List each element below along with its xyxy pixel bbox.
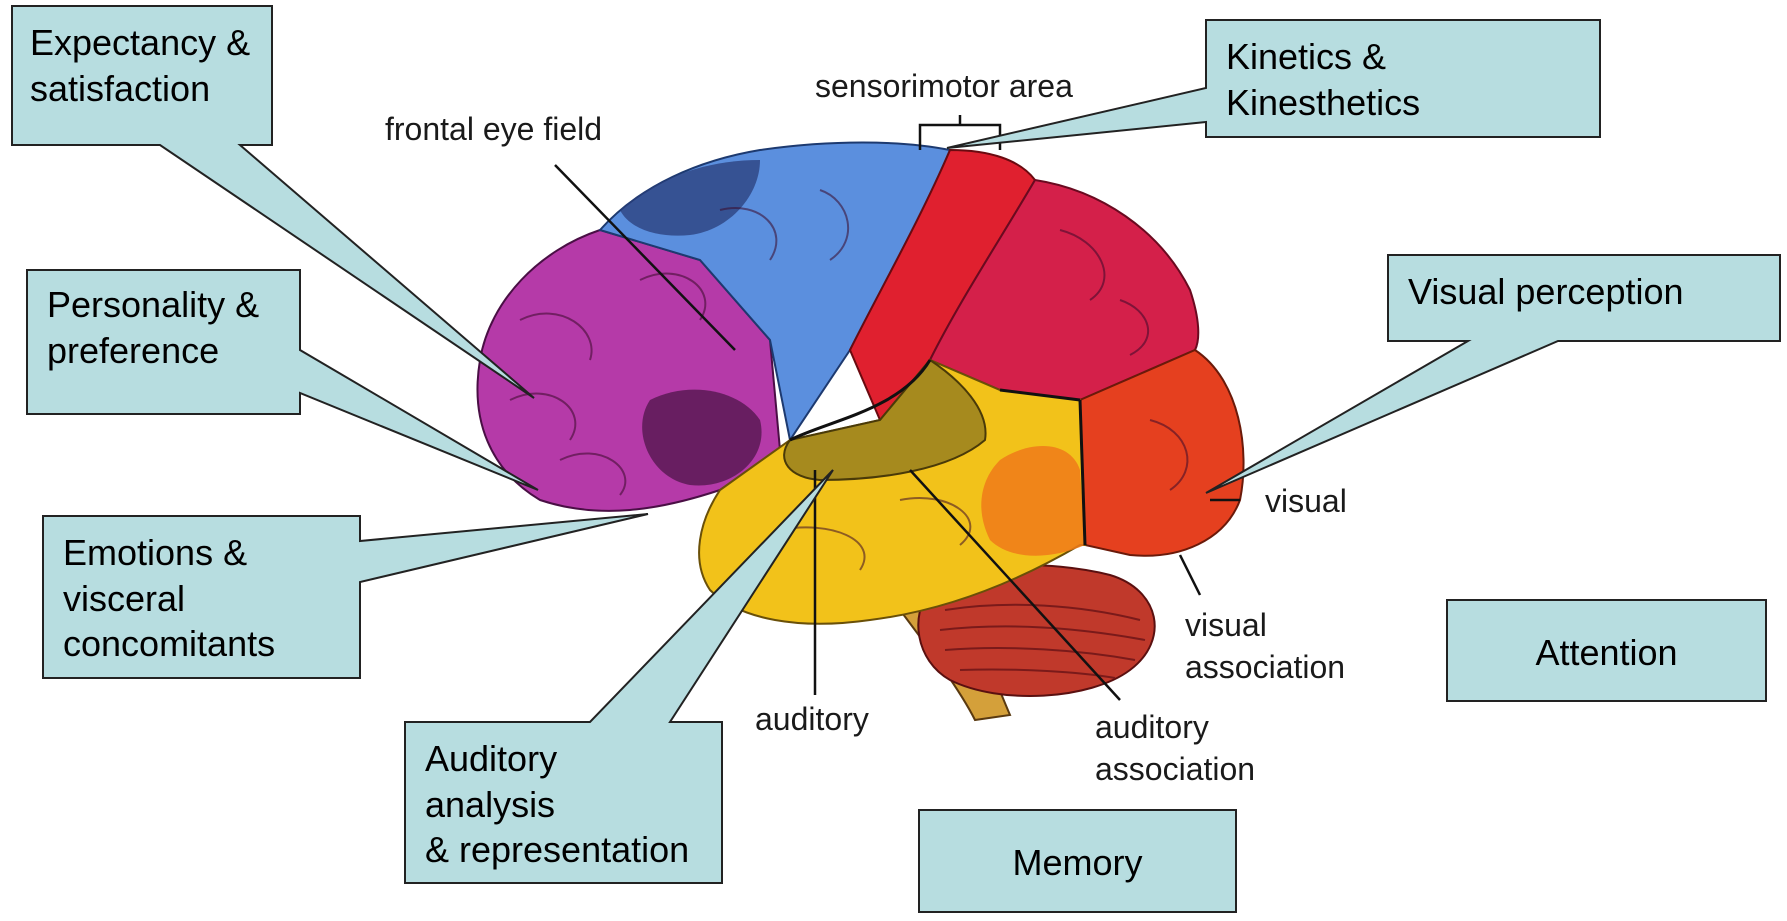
auditory-association-label-1: auditory — [1095, 709, 1209, 745]
auditory-analysis-callout-text: Auditory analysis & representation — [405, 722, 722, 883]
kinetics-callout-text: Kinetics & Kinesthetics — [1206, 20, 1600, 137]
emotions-callout-text: Emotions & visceral concomitants — [43, 516, 360, 678]
visual-label: visual — [1265, 483, 1347, 519]
attention-callout-text: Attention — [1447, 600, 1766, 701]
memory-callout-text: Memory — [919, 810, 1236, 912]
visual-perception-callout-text: Visual perception — [1388, 255, 1780, 341]
auditory-label: auditory — [755, 701, 869, 737]
brain-illustration — [478, 143, 1244, 721]
personality-callout-text: Personality & preference — [27, 270, 300, 414]
sensorimotor-area-label: sensorimotor area — [815, 68, 1073, 104]
visual-association-label-1: visual — [1185, 607, 1267, 643]
expectancy-callout-text: Expectancy & satisfaction — [12, 6, 272, 145]
auditory-association-label-2: association — [1095, 751, 1255, 787]
visual-association-line — [1180, 555, 1200, 595]
visual-association-label-2: association — [1185, 649, 1345, 685]
frontal-eye-field-label: frontal eye field — [385, 111, 602, 147]
